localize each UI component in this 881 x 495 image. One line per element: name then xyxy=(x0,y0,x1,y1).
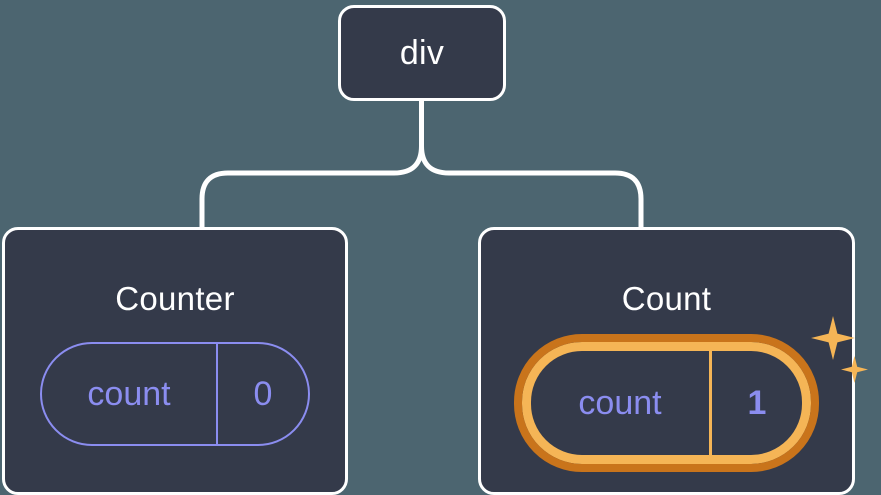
connector-to-left-child xyxy=(199,145,424,228)
sparkle-icon-small xyxy=(841,356,868,383)
state-key-count: count xyxy=(578,384,662,422)
connector-to-right-child xyxy=(419,145,644,228)
node-count-label: Count xyxy=(621,280,712,317)
node-div[interactable]: div xyxy=(338,5,506,101)
node-counter-label: Counter xyxy=(115,280,235,317)
node-count[interactable]: Count count 1 xyxy=(478,227,868,495)
state-key-counter: count xyxy=(87,375,171,413)
node-div-label: div xyxy=(399,34,445,72)
state-pill-counter[interactable]: count 0 xyxy=(40,342,310,446)
sparkle-group xyxy=(809,316,869,396)
state-pill-count[interactable]: count 1 xyxy=(514,334,819,472)
sparkle-icon-large xyxy=(811,316,855,360)
node-counter[interactable]: Counter count 0 xyxy=(2,227,348,495)
state-value-count: 1 xyxy=(709,351,802,455)
state-pill-wrapper-counter: count 0 xyxy=(40,342,310,446)
state-value-counter: 0 xyxy=(216,344,308,444)
state-pill-wrapper-count: count 1 xyxy=(514,316,868,472)
